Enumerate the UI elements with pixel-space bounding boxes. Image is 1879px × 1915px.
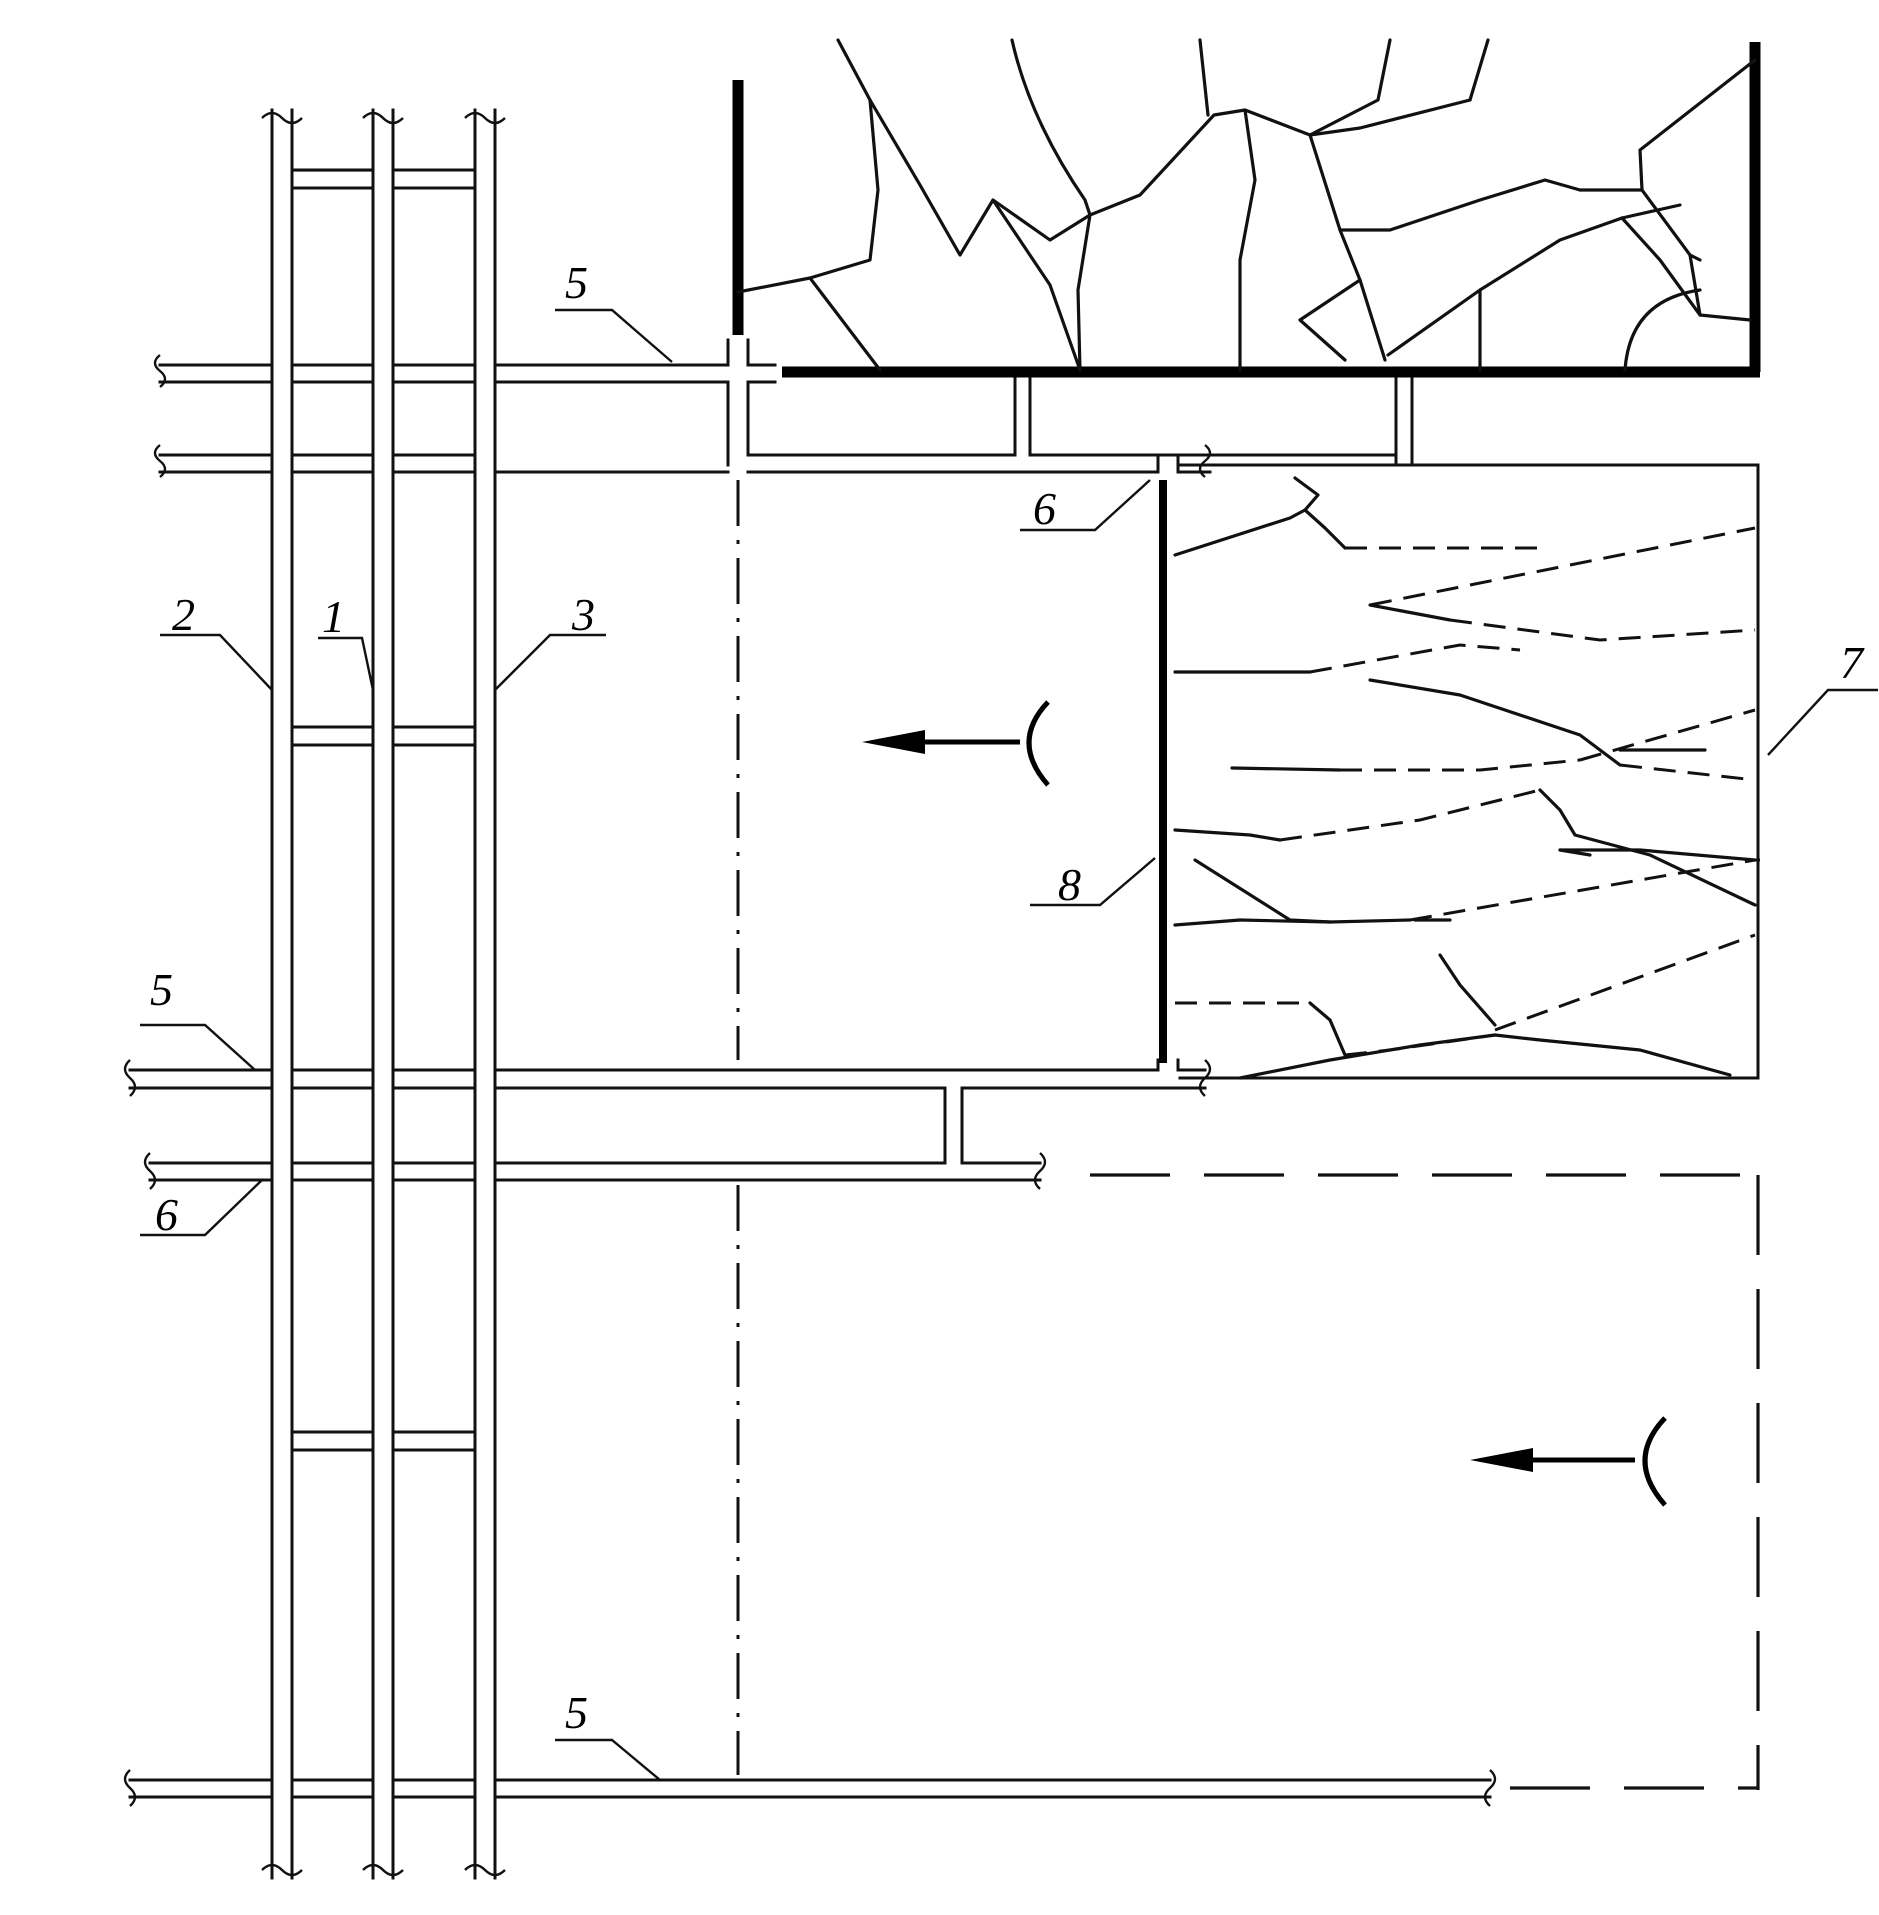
main-roadways <box>261 108 506 1880</box>
label-crosscut-bottom: 5 <box>565 1687 588 1738</box>
label-crosscut-b-upper: 6 <box>1033 483 1056 534</box>
label-crosscut-middle: 5 <box>150 964 173 1015</box>
label-crosscut-top: 5 <box>565 257 588 308</box>
next-panel-outline <box>1090 1173 1760 1790</box>
leader-lines <box>140 308 1878 1781</box>
labels: 5 6 2 1 3 7 8 5 6 5 <box>150 257 1865 1738</box>
label-left-roadway: 2 <box>172 589 195 640</box>
advance-arrow-lower <box>1470 1416 1667 1507</box>
label-right-roadway: 3 <box>571 589 595 640</box>
lower-goaf-cracks <box>1173 476 1760 1080</box>
current-panel <box>1178 463 1760 1080</box>
label-goaf: 7 <box>1840 637 1865 688</box>
crosscuts <box>123 338 1497 1807</box>
advance-arrow-upper <box>862 700 1050 787</box>
cross-links <box>290 168 477 1452</box>
label-pillar-roadway: 1 <box>322 591 345 642</box>
label-working-face: 8 <box>1058 859 1081 910</box>
upper-goaf-cracks <box>736 38 1757 372</box>
label-crosscut-b-lower: 6 <box>155 1189 178 1240</box>
